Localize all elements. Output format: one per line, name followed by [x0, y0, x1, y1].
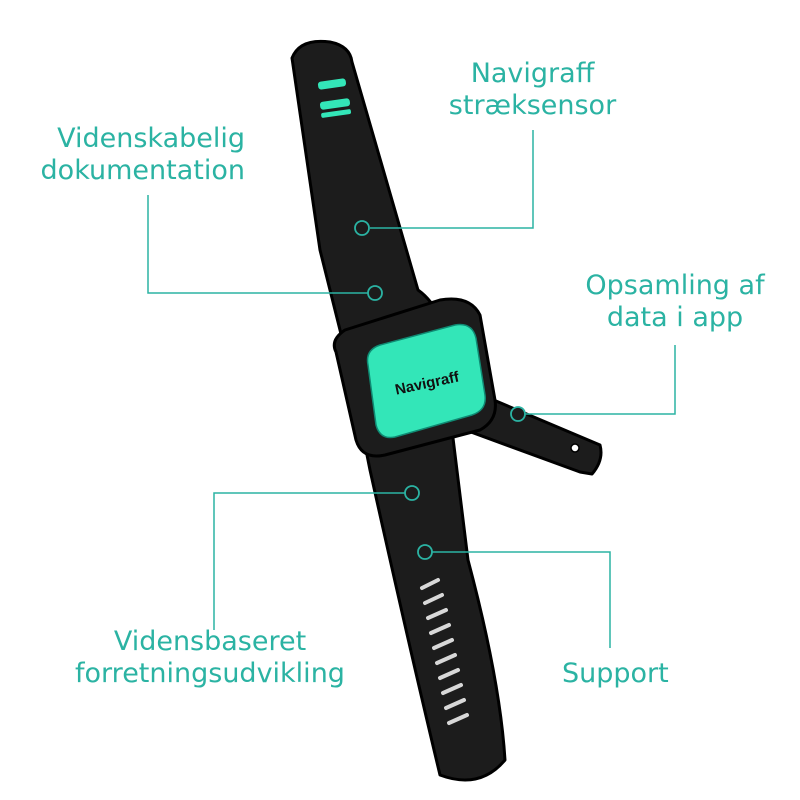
callout-support-label: Support — [562, 658, 682, 690]
point-business-icon — [404, 485, 420, 501]
strap-marker-icon — [319, 98, 351, 110]
callout-app-label: Opsamling af data i app — [580, 270, 770, 334]
leader-business — [213, 492, 405, 630]
leader-docs — [147, 195, 368, 294]
callout-business-line1: Vidensbaseret — [113, 626, 307, 657]
callout-docs-line1: Videnskabelig — [57, 123, 245, 154]
callout-app-line2: data i app — [606, 302, 744, 333]
callout-business-label: Vidensbaseret forretningsudvikling — [60, 626, 360, 690]
callout-points — [354, 220, 526, 560]
callout-sensor-line2: stræksensor — [448, 90, 617, 121]
point-support-icon — [417, 544, 433, 560]
leader-app — [525, 345, 676, 415]
sensor-housing: Navigraff — [332, 297, 497, 458]
callout-sensor-line1: Navigraff — [470, 58, 595, 89]
strap-hole — [570, 443, 580, 453]
callout-docs-line2: dokumentation — [40, 155, 245, 186]
leader-support — [432, 551, 611, 648]
leader-lines — [147, 130, 676, 648]
strap-marker-icon — [321, 109, 352, 118]
callout-support-line1: Support — [562, 658, 669, 689]
callout-app-line1: Opsamling af — [585, 270, 765, 301]
strap-marker-icon — [317, 78, 347, 90]
callout-business-line2: forretningsudvikling — [75, 658, 345, 689]
point-docs-icon — [367, 285, 383, 301]
callout-docs-label: Videnskabelig dokumentation — [40, 123, 245, 187]
point-app-icon — [510, 406, 526, 422]
leader-sensor — [370, 130, 534, 229]
callout-sensor-label: Navigraff stræksensor — [440, 58, 625, 122]
strap-slots — [420, 578, 469, 725]
point-sensor-icon — [354, 220, 370, 236]
